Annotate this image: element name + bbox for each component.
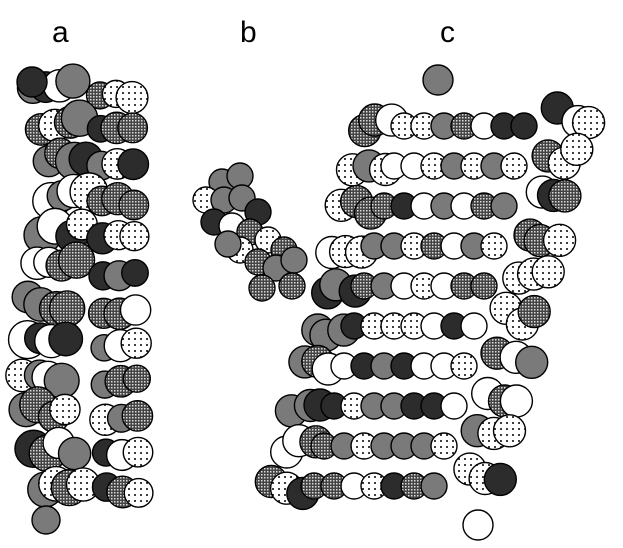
atom (50, 394, 80, 424)
atom (423, 65, 453, 95)
panel-b-base-pair-model (193, 163, 307, 301)
atom (484, 463, 516, 495)
atom (119, 190, 149, 220)
atom (500, 385, 532, 417)
atom (544, 224, 576, 256)
atom (122, 401, 152, 431)
atom (32, 506, 60, 534)
panel-label-b: b (240, 16, 257, 49)
panel-a-dna-model (6, 64, 153, 534)
atom (249, 275, 275, 301)
atom (518, 296, 550, 328)
atom (120, 295, 150, 325)
atom (451, 353, 477, 379)
atom (124, 479, 153, 508)
atom (279, 273, 305, 299)
atom (116, 82, 148, 114)
atom (49, 291, 84, 326)
atom (461, 313, 487, 339)
atom (17, 67, 47, 97)
atom (123, 365, 150, 392)
atom (122, 260, 148, 286)
atom (511, 113, 537, 139)
panel-label-a: a (52, 16, 69, 49)
atom (532, 256, 564, 288)
atom (561, 133, 593, 165)
atom (431, 433, 457, 459)
atom (118, 149, 149, 180)
panel-c-dna-model (255, 65, 604, 540)
panel-label-c: c (440, 16, 455, 49)
atom (491, 193, 517, 219)
atom (58, 437, 90, 469)
atom (481, 233, 507, 259)
atom (501, 153, 527, 179)
atom (281, 247, 307, 273)
atom (121, 328, 151, 358)
atom (118, 113, 148, 143)
atom (421, 473, 447, 499)
atom (471, 273, 497, 299)
atom (549, 180, 581, 212)
atom (441, 393, 467, 419)
atom (215, 231, 241, 257)
atom (123, 437, 153, 467)
atom (463, 510, 493, 540)
atom (56, 64, 90, 98)
atom (516, 346, 548, 378)
atom (120, 222, 149, 251)
atom (494, 415, 526, 447)
atom (49, 322, 83, 356)
